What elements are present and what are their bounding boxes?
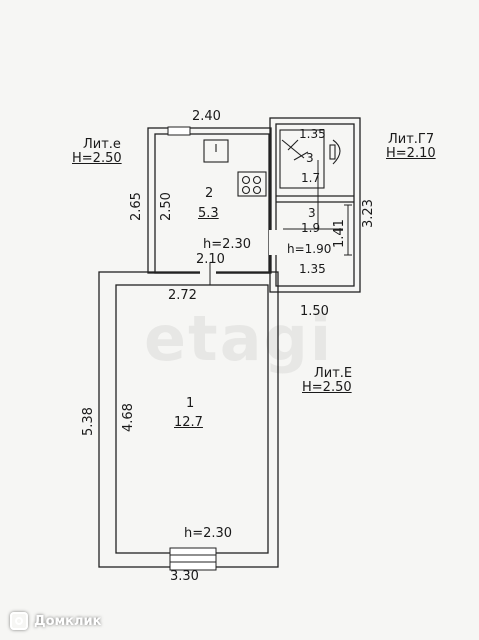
lit-g7-height: H=2.10	[386, 146, 436, 161]
room3-height: h=1.90	[287, 242, 332, 256]
sink-icon	[203, 139, 229, 163]
brand-name: Домклик	[34, 613, 102, 629]
room2-height: h=2.30	[203, 237, 252, 252]
room3-number: 3	[308, 206, 316, 220]
stove-icon	[237, 171, 267, 197]
room3-area: 1.9	[301, 221, 321, 235]
room-small-number: 3	[306, 151, 314, 165]
brand-badge: Домклик	[10, 612, 101, 630]
lit-g7-name: Лит.Г7	[388, 132, 435, 147]
lit-e-small-height: H=2.50	[72, 151, 122, 166]
dim-left-inner-2: 2.50	[159, 192, 174, 221]
toilet-icon	[332, 139, 341, 165]
litg7-outer-wall	[269, 117, 361, 293]
dim-right-small: 1.41	[332, 219, 347, 248]
room-small-dim: 1.35	[299, 127, 326, 141]
lit-e-big-name: Лит.Е	[314, 366, 353, 381]
window-top	[167, 126, 191, 136]
room2-area: 5.3	[198, 206, 219, 221]
room2-number: 2	[205, 186, 214, 201]
dim-right-outer: 3.23	[361, 199, 376, 228]
litg7-inner-wall	[275, 123, 355, 287]
dim-inner-width-2: 2.10	[196, 252, 225, 267]
dim-left-inner-1: 4.68	[121, 403, 136, 432]
dim-inner-width-1: 2.72	[168, 288, 197, 303]
room1-height: h=2.30	[184, 526, 233, 541]
dim-top-width: 2.40	[192, 109, 221, 124]
dim-room3-width: 1.35	[299, 262, 326, 276]
lit-e-big-height: H=2.50	[302, 380, 352, 395]
lit-e-small-name: Лит.е	[83, 137, 121, 152]
dim-bottom-width: 3.30	[170, 569, 199, 584]
bathtub-icon	[279, 129, 325, 189]
domclick-logo-icon	[10, 612, 28, 630]
room-small-area: 1.7	[301, 171, 321, 185]
watermark-logo: etagi	[144, 302, 334, 375]
window-bottom	[169, 547, 217, 571]
room1-area: 12.7	[174, 415, 203, 430]
dim-outer-1-50: 1.50	[300, 304, 329, 319]
dim-left-outer-1: 5.38	[81, 407, 96, 436]
room1-number: 1	[186, 396, 195, 411]
dim-left-outer-2: 2.65	[129, 192, 144, 221]
